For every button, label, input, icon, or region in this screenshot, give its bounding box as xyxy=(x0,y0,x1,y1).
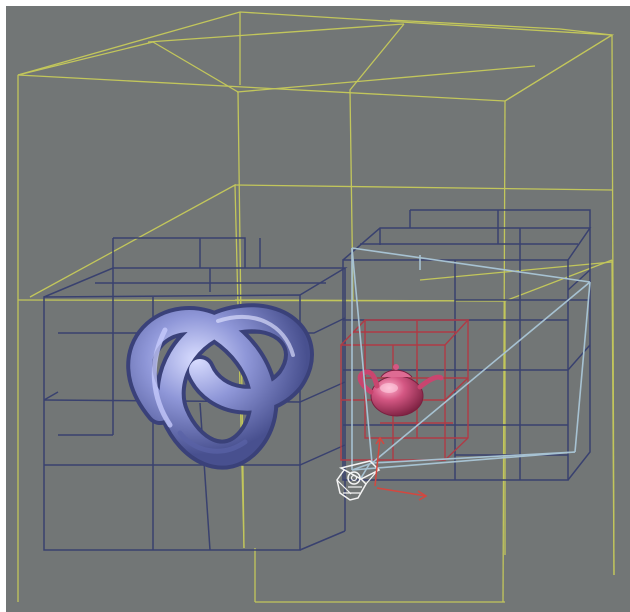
view-frustum xyxy=(351,247,591,479)
viewport-background xyxy=(6,6,630,612)
camera xyxy=(336,460,381,501)
outer-octree-cube xyxy=(17,11,615,603)
left-subdivided-cube xyxy=(43,237,348,551)
trefoil-knot xyxy=(126,303,314,470)
teapot xyxy=(357,364,444,417)
camera-axis xyxy=(374,436,428,501)
